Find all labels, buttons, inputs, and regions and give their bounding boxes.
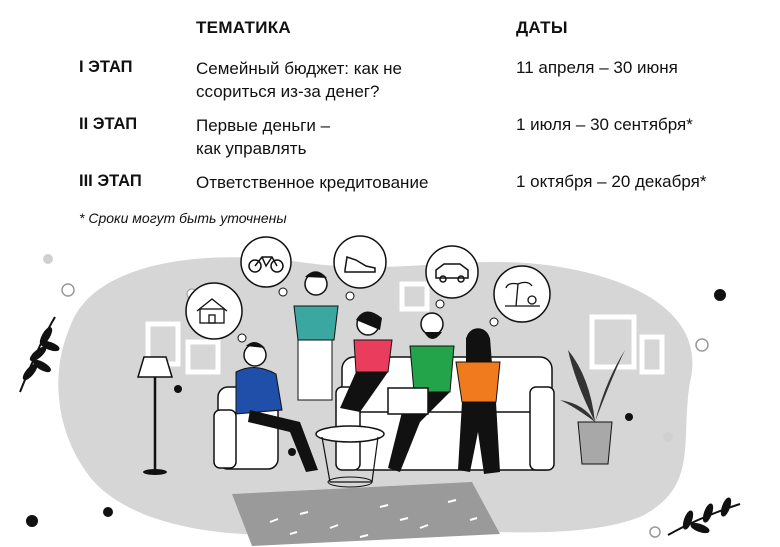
- date-range: 1 июля – 30 сентября*: [516, 115, 693, 134]
- topic-text: Ответственное кредитование: [196, 173, 429, 192]
- thought-bubble-house: [185, 282, 247, 343]
- sneaker-icon: [344, 256, 376, 273]
- person-pink-top: [340, 311, 393, 412]
- house-icon: [196, 298, 228, 324]
- person-orange-top: [455, 328, 501, 474]
- leaf-branch-right: [667, 497, 741, 536]
- car-icon: [435, 263, 469, 283]
- thought-bubble-sneaker: [333, 235, 387, 301]
- leaf-branch-left: [19, 316, 60, 393]
- date-range: 11 апреля – 30 июня: [516, 58, 678, 77]
- laptop: [387, 387, 429, 415]
- footnote: * Сроки могут быть уточнены: [79, 210, 287, 226]
- rug: [232, 482, 500, 546]
- person-green-shirt: [387, 312, 455, 472]
- table-header-dates: ДАТЫ: [516, 18, 568, 37]
- date-range: 1 октября – 20 декабря*: [516, 172, 707, 191]
- stage-label: I ЭТАП: [79, 58, 133, 76]
- person-blue-sweater: [235, 341, 318, 472]
- floor-lamp: [136, 356, 174, 475]
- person-teal-shirt: [293, 271, 339, 401]
- thought-bubble-beach: [489, 265, 551, 327]
- stage-label: III ЭТАП: [79, 172, 142, 190]
- topic-text: Семейный бюджет: как не ссориться из-за …: [196, 59, 402, 101]
- topic-text: Первые деньги – как управлять: [196, 116, 331, 158]
- rug-pattern: [269, 499, 478, 538]
- thought-bubble-bicycle: [240, 236, 292, 297]
- bicycle-icon: [248, 256, 284, 273]
- beach-icon: [505, 281, 540, 307]
- table-header-topic: ТЕМАТИКА: [196, 18, 291, 37]
- thought-bubble-car: [425, 245, 479, 309]
- coffee-table: [315, 425, 385, 488]
- family-illustration: [19, 235, 741, 546]
- stage-label: II ЭТАП: [79, 115, 138, 133]
- wall-frames: [145, 281, 665, 375]
- potted-plant: [560, 350, 625, 465]
